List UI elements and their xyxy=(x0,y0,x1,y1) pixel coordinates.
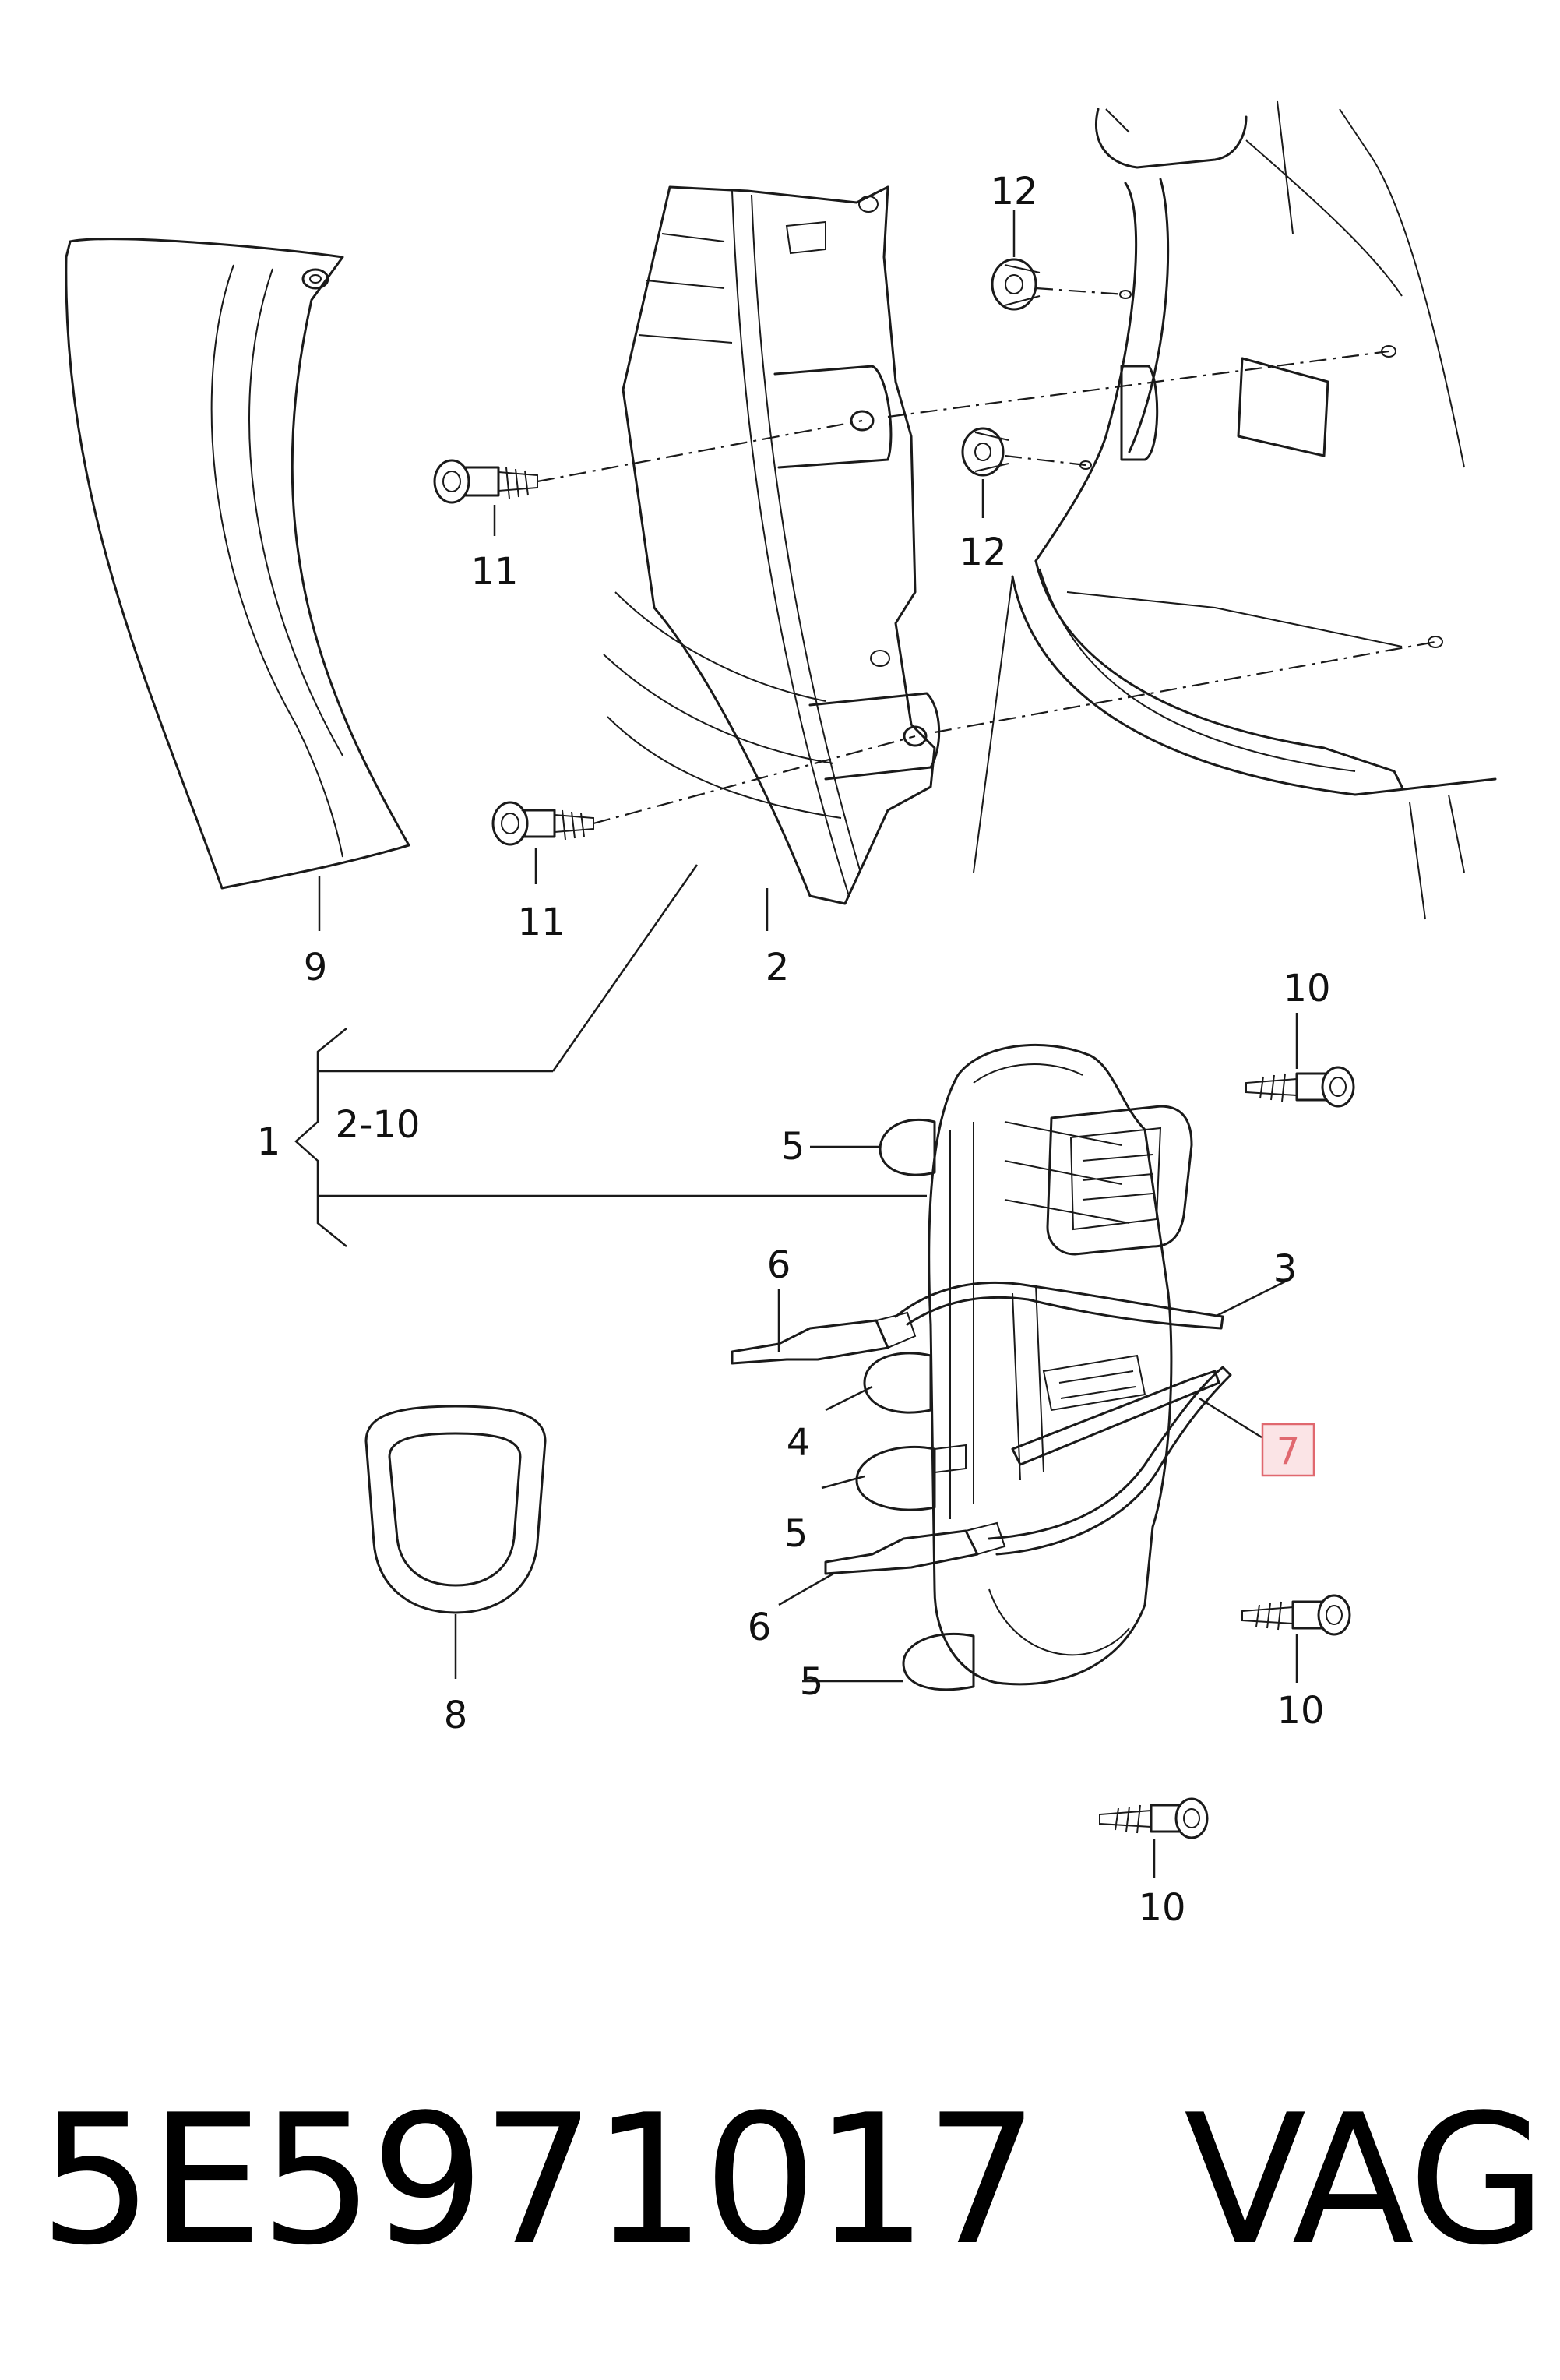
part-10-screw-middle xyxy=(1241,1594,1351,1636)
part-5-bulb-lower xyxy=(902,1632,975,1691)
part-4-bulb xyxy=(863,1352,932,1414)
callout-7: 7 xyxy=(1277,1430,1301,1473)
callout-9: 9 xyxy=(304,946,328,989)
callout-10-middle: 10 xyxy=(1277,1689,1324,1733)
part-caption: 5E5971017 VAG xyxy=(39,2077,1547,2285)
callout-7-highlighted[interactable]: 7 xyxy=(1261,1423,1315,1477)
callout-11-upper: 11 xyxy=(470,550,518,594)
part-9-cover-panel xyxy=(65,238,410,890)
part-7-contact-strip xyxy=(1011,1354,1220,1466)
part-11-screw-lower xyxy=(491,801,594,846)
callout-10-top: 10 xyxy=(1283,967,1330,1010)
callout-6-upper: 6 xyxy=(767,1243,791,1287)
callout-5-lower: 5 xyxy=(800,1660,824,1704)
callout-3: 3 xyxy=(1273,1247,1298,1291)
callout-11-lower: 11 xyxy=(517,901,565,944)
part-11-screw-upper xyxy=(433,459,538,504)
callout-2: 2 xyxy=(766,946,790,989)
callout-10-bottom: 10 xyxy=(1138,1886,1185,1930)
callout-5-upper: 5 xyxy=(781,1125,805,1169)
callout-labels: 12 12 11 11 9 2 10 10 10 1 2-10 5 3 6 4 … xyxy=(257,170,1331,1930)
part-10-screw-bottom xyxy=(1099,1797,1209,1839)
part-number: 5E5971017 xyxy=(39,2077,1039,2285)
part-12-grommet-lower xyxy=(961,427,1009,477)
part-10-screw-top xyxy=(1245,1066,1355,1108)
vehicle-body-panel xyxy=(973,100,1497,920)
callout-1: 1 xyxy=(257,1120,281,1164)
callout-5-middle: 5 xyxy=(784,1512,808,1556)
part-6-wedge-bulb-lower xyxy=(824,1521,1006,1575)
part-8-seal-gasket xyxy=(364,1405,547,1614)
callout-12-upper: 12 xyxy=(990,170,1037,213)
bulb-carrier-assembly xyxy=(928,1043,1193,1686)
callout-7-highlight-box xyxy=(1261,1423,1315,1477)
callout-12-lower: 12 xyxy=(959,531,1006,574)
leader-lines xyxy=(294,210,1298,1878)
part-6-wedge-bulb-upper xyxy=(731,1311,917,1365)
callout-4: 4 xyxy=(787,1421,811,1465)
part-3-wiring xyxy=(894,1281,1232,1556)
callout-1-range: 2-10 xyxy=(336,1103,421,1147)
callout-8: 8 xyxy=(444,1694,468,1737)
brand-name: VAG xyxy=(1184,2077,1547,2285)
callout-6-lower: 6 xyxy=(748,1606,772,1649)
assembly-lines xyxy=(537,287,1436,825)
part-12-grommet-upper xyxy=(991,258,1041,311)
part-2-lamp-housing xyxy=(603,185,941,905)
part-5-bulb-upper xyxy=(879,1118,936,1176)
part-5-bulb-middle xyxy=(855,1444,967,1511)
